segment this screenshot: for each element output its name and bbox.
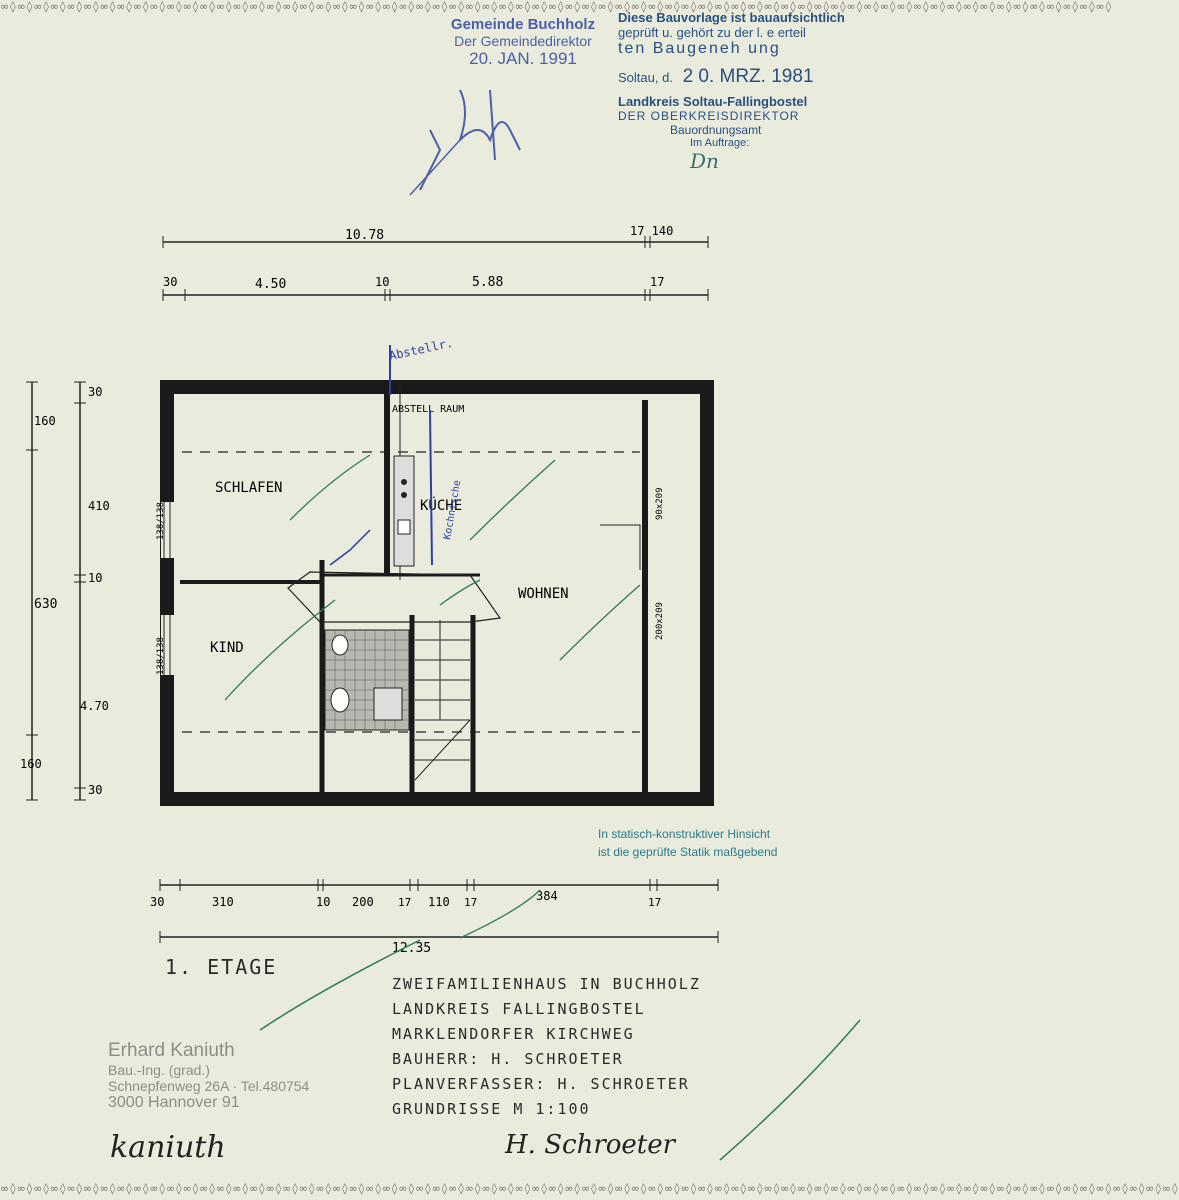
title-line-2: LANDKREIS FALLINGBOSTEL <box>392 1000 646 1018</box>
title-line-1: ZWEIFAMILIENHAUS IN BUCHHOLZ <box>392 975 701 993</box>
stamp-municipality-name: Gemeinde Buchholz <box>450 16 596 33</box>
window-right-bottom-label: 200x209 <box>655 602 665 640</box>
dim-top-seg-2: 4.50 <box>255 277 286 292</box>
dim-left-inner-3: 10 <box>88 571 102 585</box>
stamp-municipality-date: 20. JAN. 1991 <box>469 49 577 68</box>
statics-line-2: ist die geprüfte Statik maßgebend <box>598 845 778 859</box>
dim-top-seg-4: 5.88 <box>472 275 503 290</box>
approval-line-1: Diese Bauvorlage ist bauaufsichtlich <box>618 10 845 25</box>
dim-left-inner-5: 30 <box>88 783 102 797</box>
stamp-municipality-director: Der Gemeindedirektor <box>454 33 592 49</box>
dim-left-outer-3: 160 <box>20 757 42 771</box>
dim-bottom-seg-7: 17 <box>464 896 477 909</box>
dim-bottom-seg-1: 30 <box>150 895 164 909</box>
window-right-top-label: 90x209 <box>655 487 665 520</box>
dim-bottom-seg-5: 17 <box>398 896 411 909</box>
dim-bottom-seg-3: 10 <box>316 895 330 909</box>
dim-top-right: 17 140 <box>630 224 673 238</box>
dim-left-outer-1: 160 <box>34 414 56 428</box>
floor-label: 1. ETAGE <box>165 955 278 979</box>
room-label-abstell: ABSTELL RAUM <box>392 404 464 415</box>
room-label-kind: KIND <box>210 640 244 656</box>
company-name: Erhard Kaniuth <box>108 1040 235 1061</box>
approval-authority-3: Bauordnungsamt <box>670 123 762 137</box>
approval-line-3: ten Baugeneh ung <box>618 40 781 57</box>
top-border-ornament: ∞◊∞◊∞◊∞◊∞◊∞◊∞◊∞◊∞◊∞◊∞◊∞◊∞◊∞◊∞◊∞◊∞◊∞◊∞◊∞◊… <box>0 0 1113 13</box>
approval-signature: Dn <box>690 149 719 173</box>
approval-date: 2 0. MRZ. 1981 <box>682 66 814 87</box>
signature-left: kaniuth <box>110 1130 226 1165</box>
green-check-strokes <box>259 939 861 1161</box>
dim-top-seg-5: 17 <box>650 275 664 289</box>
approval-place-label: Soltau, d. <box>618 70 673 85</box>
stamp-signature-scribble <box>409 89 521 196</box>
room-label-wohnen: WOHNEN <box>518 586 569 602</box>
window-left-bottom-label: 138/138 <box>156 637 166 675</box>
dim-top-seg-1: 30 <box>163 275 177 289</box>
dim-top-total: 10.78 <box>345 228 384 243</box>
municipality-stamp: Gemeinde Buchholz Der Gemeindedirektor 2… <box>428 16 618 69</box>
approval-on-behalf: Im Auftrage: <box>690 137 750 149</box>
window-left-top-label: 138/138 <box>156 502 166 540</box>
company-city: 3000 Hannover 91 <box>108 1094 240 1111</box>
dim-left-inner-1: 30 <box>88 385 102 399</box>
title-block: ZWEIFAMILIENHAUS IN BUCHHOLZ LANDKREIS F… <box>392 972 832 1122</box>
room-label-schlafen: SCHLAFEN <box>215 480 282 496</box>
signature-right: H. Schroeter <box>505 1130 676 1160</box>
dim-bottom-seg-4: 200 <box>352 895 374 909</box>
statics-line-1: In statisch-konstruktiver Hinsicht <box>598 827 771 841</box>
company-title: Bau.-Ing. (grad.) <box>108 1062 210 1078</box>
dim-bottom-total: 12.35 <box>392 941 431 956</box>
statics-stamp: In statisch-konstruktiver Hinsicht ist d… <box>598 825 777 861</box>
dim-left-inner-4: 4.70 <box>80 699 109 713</box>
title-line-6: GRUNDRISSE M 1:100 <box>392 1100 591 1118</box>
title-line-3: MARKLENDORFER KIRCHWEG <box>392 1025 635 1043</box>
dim-left-inner-2: 410 <box>88 499 110 513</box>
floor-plan: 10.78 17 140 30 4.50 10 5.88 17 160 630 … <box>20 224 719 956</box>
dim-bottom-seg-2: 310 <box>212 895 234 909</box>
dim-bottom-seg-6: 110 <box>428 895 450 909</box>
approval-authority-1: Landkreis Soltau-Fallingbostel <box>618 94 808 109</box>
approval-authority-2: DER OBERKREISDIREKTOR <box>618 109 800 123</box>
company-stamp: Erhard Kaniuth Bau.-Ing. (grad.) Schnepf… <box>108 1040 309 1112</box>
company-address: Schnepfenweg 26A · Tel.480754 <box>108 1078 310 1094</box>
approval-stamp: Diese Bauvorlage ist bauaufsichtlich gep… <box>618 10 880 173</box>
dim-bottom-seg-9: 17 <box>648 896 661 909</box>
dim-left-outer-2: 630 <box>34 597 57 612</box>
title-line-4: BAUHERR: H. SCHROETER <box>392 1050 624 1068</box>
approval-line-2: geprüft u. gehört zu der l. e erteil <box>618 25 806 40</box>
annotation-abstellr: Abstellr. <box>388 336 455 363</box>
dim-top-seg-3: 10 <box>375 275 389 289</box>
bottom-border-ornament: ∞◊∞◊∞◊∞◊∞◊∞◊∞◊∞◊∞◊∞◊∞◊∞◊∞◊∞◊∞◊∞◊∞◊∞◊∞◊∞◊… <box>0 1182 1179 1195</box>
dim-bottom-seg-8: 384 <box>536 889 558 903</box>
title-line-5: PLANVERFASSER: H. SCHROETER <box>392 1075 690 1093</box>
